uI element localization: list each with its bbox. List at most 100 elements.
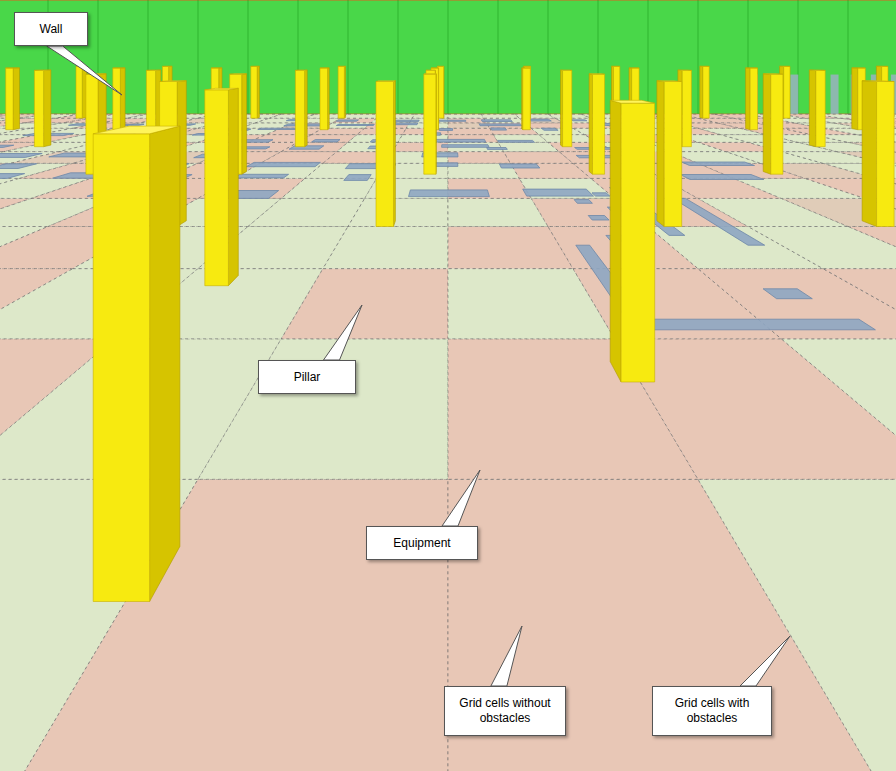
pillar-top	[610, 100, 655, 103]
grid-cell	[0, 479, 448, 771]
callout-text: Equipment	[393, 536, 450, 551]
equipment	[499, 164, 539, 168]
grid-cell	[341, 114, 381, 118]
pillar-side	[610, 100, 621, 382]
pillar-top	[876, 66, 888, 67]
equipment	[336, 125, 374, 126]
callout-label: Equipment	[393, 536, 450, 551]
pillar-top	[146, 70, 161, 71]
wall-rib	[548, 0, 549, 114]
callout-text: Grid cells with obstacles	[661, 696, 763, 726]
pillar-side	[228, 88, 238, 285]
grid-cell	[333, 118, 377, 123]
pillar-top	[93, 126, 180, 134]
pillar	[621, 103, 655, 382]
equipment	[233, 174, 288, 178]
wall-rib	[198, 0, 199, 114]
equipment	[439, 129, 452, 131]
pillar-top	[424, 73, 436, 74]
grid-cell	[781, 339, 896, 480]
rack	[831, 75, 839, 115]
pillar	[424, 74, 436, 174]
pillar-side	[44, 70, 51, 147]
pillar	[205, 90, 229, 286]
callout-box: Wall	[14, 12, 88, 46]
grid-cell	[448, 128, 494, 134]
pillar-top	[561, 70, 572, 71]
equipment	[435, 163, 458, 167]
grid-cell	[348, 198, 448, 226]
equipment	[571, 120, 587, 121]
grid-cell	[323, 227, 448, 269]
pillar-side	[589, 74, 592, 174]
grid-cell	[281, 178, 376, 198]
pillar	[750, 68, 757, 130]
wall	[0, 0, 896, 114]
grid-cell	[392, 142, 448, 151]
grid-cell	[281, 142, 348, 151]
pillar-top	[809, 70, 825, 71]
callout-label: Grid cells with obstacles	[661, 696, 763, 726]
equipment	[258, 128, 302, 129]
pillar-top	[376, 80, 395, 82]
wall-rib	[698, 0, 699, 114]
equipment	[541, 128, 558, 130]
wall-rib	[398, 0, 399, 114]
pillar-top	[230, 73, 247, 74]
callout-text: Wall	[40, 22, 63, 37]
pillar-top	[34, 70, 51, 71]
pillar-top	[862, 80, 894, 82]
pillar	[593, 74, 605, 174]
pillar-top	[211, 67, 222, 68]
pillar-top	[780, 66, 790, 67]
callout-pointer	[740, 636, 790, 686]
pillar	[6, 68, 13, 130]
pillar-top	[205, 88, 239, 90]
pillar-top	[522, 67, 531, 68]
wall-rib	[248, 0, 249, 114]
equipment	[479, 124, 522, 126]
callout-pointer	[324, 305, 363, 360]
wall-rib	[348, 0, 349, 114]
pillar	[76, 66, 82, 118]
equipment	[673, 198, 765, 245]
pillar-side	[657, 81, 664, 227]
callout-label: Wall	[40, 22, 63, 37]
pillar-top	[160, 80, 187, 82]
pillar-top	[612, 66, 620, 67]
pillar	[784, 66, 790, 118]
pillar-top	[162, 66, 172, 67]
equipment	[481, 120, 512, 122]
pillar-side	[763, 74, 771, 174]
pillar	[771, 74, 783, 174]
pillar	[338, 66, 344, 118]
equipment	[491, 128, 507, 130]
equipment	[763, 289, 812, 299]
pillar-side	[852, 68, 858, 130]
equipment	[246, 162, 320, 166]
pillar-top	[251, 66, 260, 67]
pillar-side	[120, 68, 125, 130]
pillar-top	[426, 70, 435, 71]
rack	[790, 75, 798, 115]
grid-cell	[281, 269, 448, 339]
equipment	[592, 193, 610, 196]
equipment	[442, 145, 490, 148]
pillar-top	[852, 67, 866, 68]
wall-rib	[648, 0, 649, 114]
equipment	[0, 154, 42, 158]
pillar-top	[746, 67, 758, 68]
equipment	[336, 120, 358, 121]
pillar	[295, 70, 304, 146]
callout-box: Pillar	[258, 360, 356, 394]
callout-pointer	[442, 470, 480, 526]
equipment	[0, 145, 14, 147]
wall-rib	[448, 0, 449, 114]
equipment	[680, 175, 764, 180]
pillar-side	[700, 66, 703, 118]
pillar-side	[242, 74, 247, 174]
grid-cell	[490, 128, 539, 134]
